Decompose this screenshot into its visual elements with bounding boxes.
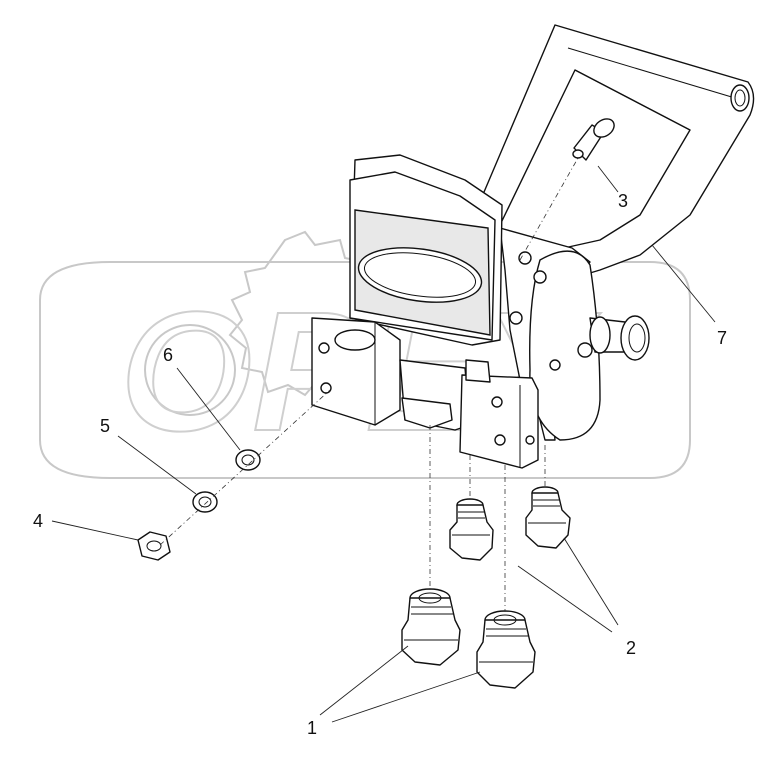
screw-head xyxy=(593,118,615,138)
hinge-hole-3 xyxy=(509,311,523,325)
hinge-hole-2 xyxy=(533,270,547,284)
hex-nut-part-4 xyxy=(137,531,171,561)
callout-7: 7 xyxy=(717,328,727,348)
bracket-arm-part-7 xyxy=(469,24,755,283)
leader-3 xyxy=(597,165,619,193)
fitting-1b-body xyxy=(476,619,536,689)
left-mount-bore xyxy=(334,329,376,351)
washer-inner xyxy=(241,454,255,466)
leader-5 xyxy=(117,435,197,495)
leader-2b xyxy=(563,537,619,626)
lock-knob xyxy=(589,315,650,361)
fitting-1a-body xyxy=(401,597,461,666)
fitting-part-2-a xyxy=(449,498,494,561)
coupler-body xyxy=(311,154,539,469)
fitting-2a-body xyxy=(449,504,494,561)
screw-tip xyxy=(572,149,584,159)
right-mount-hole-1 xyxy=(491,396,503,408)
hinge-hole-4 xyxy=(577,342,593,358)
callout-1: 1 xyxy=(307,718,317,738)
washer-outer xyxy=(235,449,261,471)
lock-washer-inner xyxy=(198,496,212,508)
callout-3: 3 xyxy=(618,191,628,211)
fitting-2b-body xyxy=(525,492,571,549)
leader-4 xyxy=(51,520,139,541)
bracket-pivot-hole xyxy=(730,84,750,112)
leader-6 xyxy=(176,367,241,451)
center-nut xyxy=(401,397,453,429)
hinge-knuckle xyxy=(529,250,601,441)
left-mount-hole-1 xyxy=(318,342,330,354)
right-mount-block xyxy=(459,374,539,469)
hex-nut-bore xyxy=(146,540,162,552)
leader-1a xyxy=(319,645,409,716)
callout-2: 2 xyxy=(626,638,636,658)
bracket-pivot-hole-inner xyxy=(734,89,746,107)
hex-nut-body xyxy=(137,531,171,561)
knob-nut xyxy=(589,316,611,354)
screw-part-3 xyxy=(572,118,615,161)
leader-7 xyxy=(651,244,716,323)
watermark-frame xyxy=(39,261,691,479)
leader-lines xyxy=(51,165,716,723)
fitting-1a-bore xyxy=(418,592,442,604)
callout-labels: 1 2 3 4 5 6 7 xyxy=(33,191,727,738)
right-mount-hole-2 xyxy=(494,434,506,446)
centerline-fasteners xyxy=(159,389,331,546)
fitting-2a-threads xyxy=(452,511,490,536)
bracket-arm-inner xyxy=(567,47,736,131)
leader-2a xyxy=(517,565,613,633)
right-mount-tab xyxy=(465,359,491,383)
lock-washer-outer xyxy=(192,491,218,513)
fitting-1b-bore xyxy=(493,614,517,626)
left-mount-hole-2 xyxy=(320,382,332,394)
callout-6: 6 xyxy=(163,345,173,365)
assembly-centerlines xyxy=(159,157,579,612)
watermark-ring xyxy=(144,324,236,416)
washer-part-6 xyxy=(235,449,261,471)
callout-5: 5 xyxy=(100,416,110,436)
fitting-2b-threads xyxy=(528,499,566,524)
knob-head-face xyxy=(628,323,646,353)
leader-1b xyxy=(331,671,481,723)
callout-4: 4 xyxy=(33,511,43,531)
fitting-part-1-b xyxy=(476,610,536,689)
fitting-part-1-a xyxy=(401,588,461,666)
hinge-hole-5 xyxy=(549,359,561,371)
right-mount-hole-3 xyxy=(525,435,535,445)
fitting-1a-threads xyxy=(404,606,458,641)
hinge-hole-1 xyxy=(518,251,532,265)
coupler-label-oval-inner xyxy=(363,252,477,298)
fitting-1b-threads xyxy=(479,628,533,663)
fitting-part-2-b xyxy=(525,486,571,549)
lock-washer-part-5 xyxy=(192,491,218,513)
centerline-screw xyxy=(519,157,579,261)
